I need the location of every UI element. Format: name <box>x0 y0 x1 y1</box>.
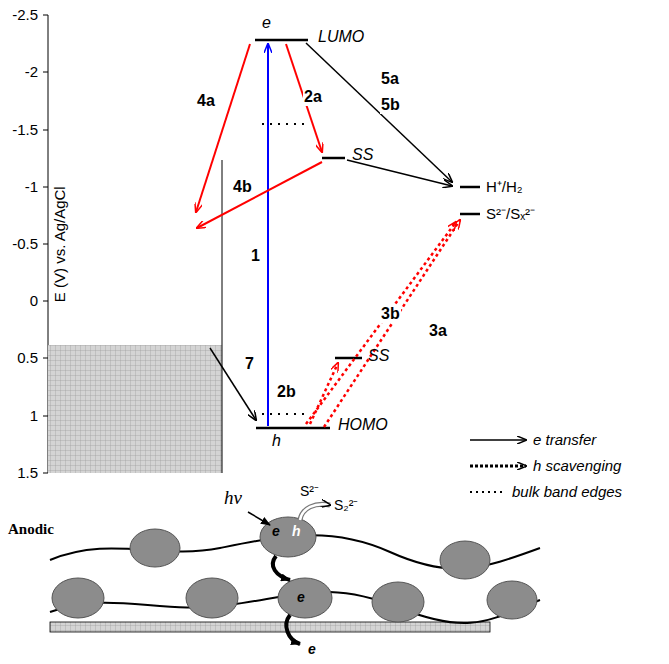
redox-level: S²⁻/Sₓ²⁻ <box>486 206 535 223</box>
energy-levels <box>255 40 480 428</box>
legend-text: h scavenging <box>533 458 621 475</box>
callout-number: 4a <box>196 92 216 110</box>
legend-text: e transfer <box>533 432 596 449</box>
carrier-label: e <box>308 642 316 657</box>
callout-number: 2b <box>276 383 297 401</box>
axis-title: E (V) vs. Ag/AgCl <box>52 186 69 302</box>
carrier-label: e <box>272 524 280 539</box>
film-illustration <box>50 504 540 644</box>
level-name: SS <box>368 347 389 365</box>
callout-number: 2a <box>303 88 323 106</box>
carrier-label: h <box>292 524 301 539</box>
electrode-band <box>48 345 222 473</box>
tick-label: -1 <box>25 179 38 196</box>
tick-label: -2 <box>25 64 38 81</box>
callout-number: 7 <box>244 355 255 373</box>
callout-number: 3a <box>428 322 448 340</box>
legend-text: bulk band edges <box>512 484 622 501</box>
carrier-label: e <box>297 590 305 605</box>
tick-label: -0.5 <box>12 236 38 253</box>
callout-number: 1 <box>250 247 261 265</box>
level-name: SS <box>352 146 373 164</box>
callout-number: 3b <box>380 305 401 323</box>
callout-number: 5a <box>380 70 400 88</box>
redox-level: H⁺/H₂ <box>486 179 523 196</box>
callout-number: 4b <box>232 178 253 196</box>
species-label: S²⁻ <box>300 484 319 499</box>
species-label: S₂²⁻ <box>334 498 358 513</box>
electrode-edge <box>222 160 223 473</box>
tick-label: 0 <box>30 293 38 310</box>
mode-label: Anodic <box>8 521 54 538</box>
level-name: LUMO <box>318 28 364 46</box>
tick-label: -2.5 <box>12 7 38 24</box>
level-name: HOMO <box>338 416 388 434</box>
tick-label: 0.5 <box>17 350 38 367</box>
photon-label: hν <box>224 488 242 509</box>
tick-label: 1.5 <box>17 465 38 482</box>
y-axis <box>43 15 48 473</box>
tick-label: 1 <box>30 408 38 425</box>
callout-number: 5b <box>380 96 401 114</box>
carrier-label: h <box>272 432 281 450</box>
tick-label: -1.5 <box>12 122 38 139</box>
transfer-arrows <box>196 43 460 427</box>
carrier-label: e <box>262 14 271 32</box>
